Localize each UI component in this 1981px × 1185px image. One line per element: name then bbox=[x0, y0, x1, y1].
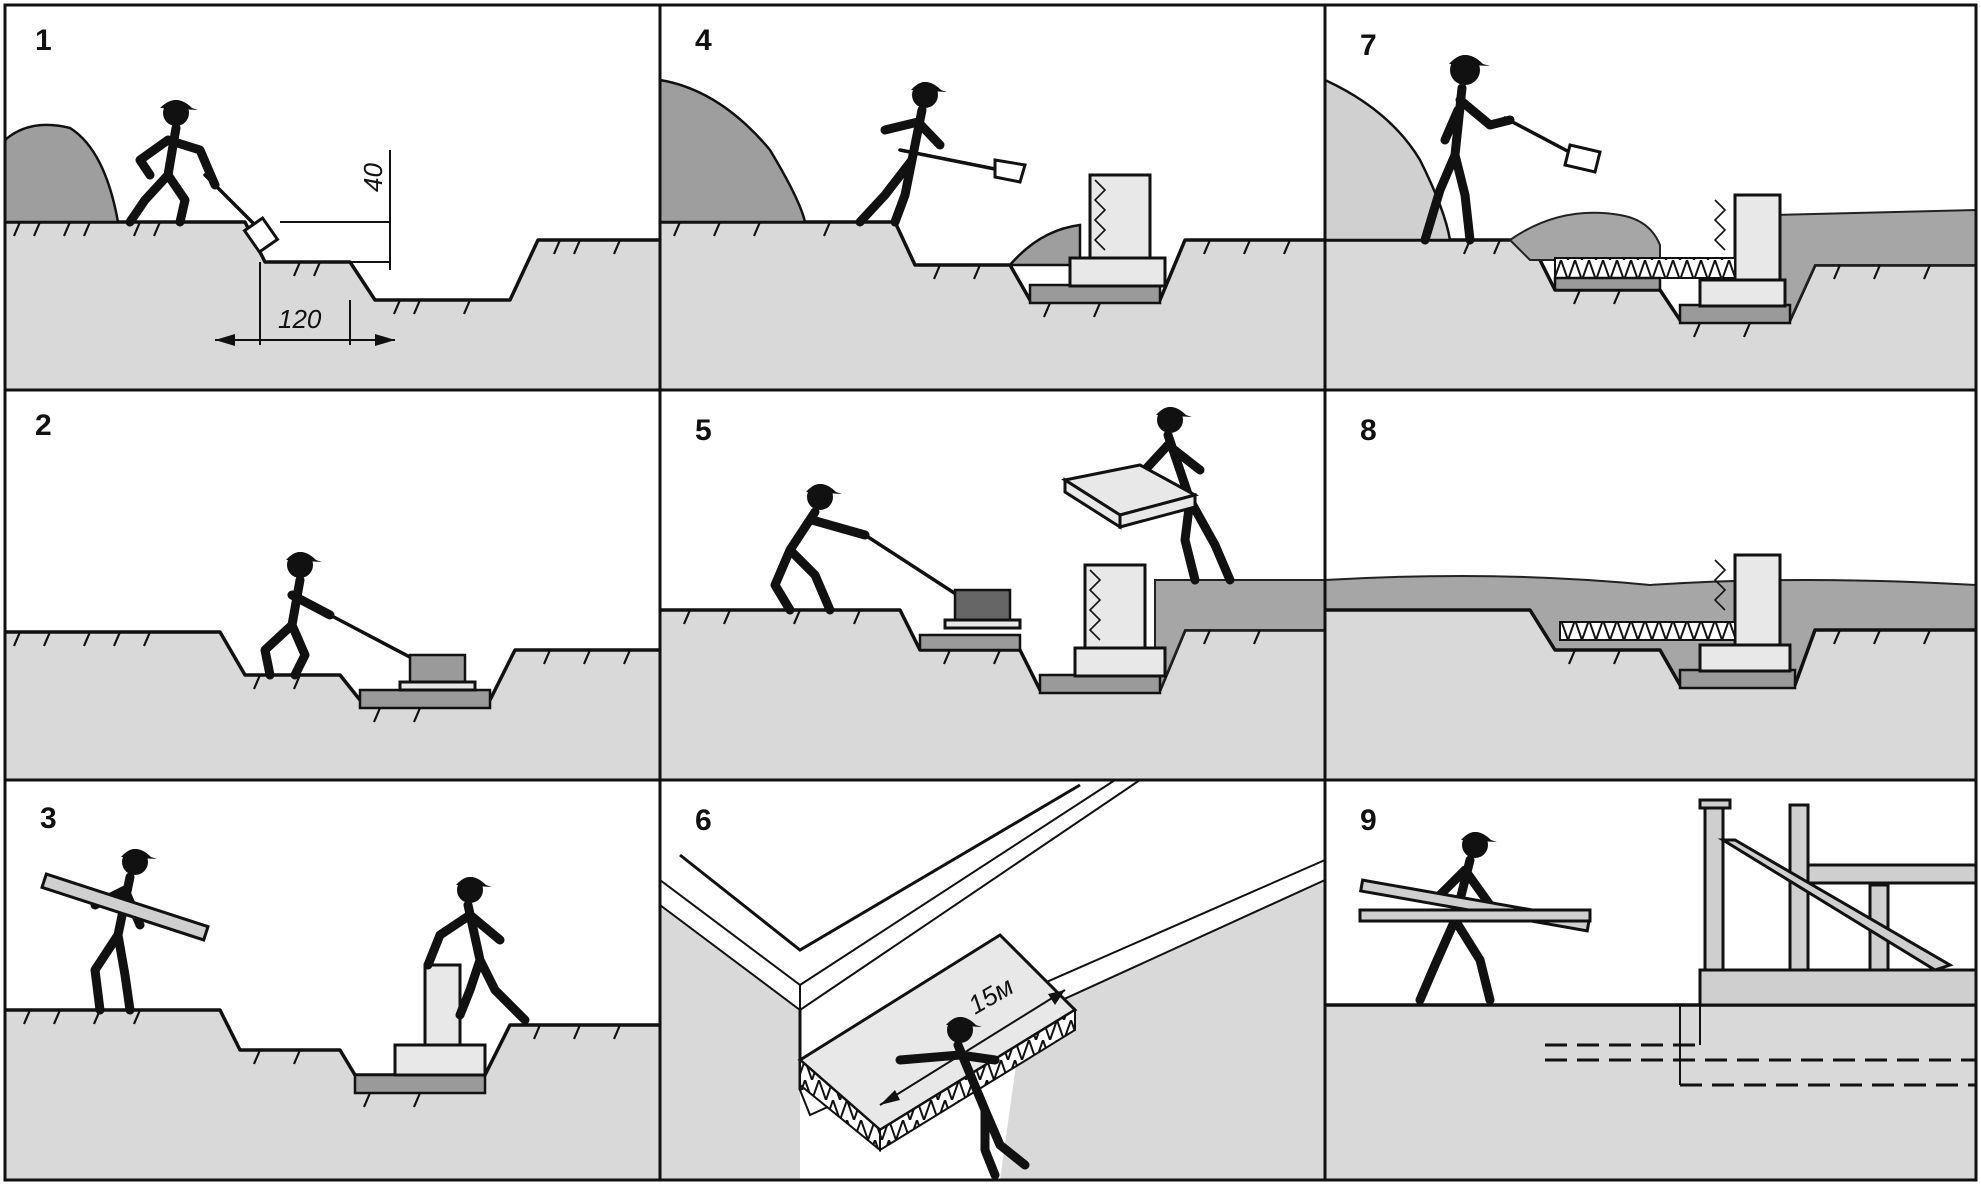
width-label: 120 bbox=[278, 304, 322, 334]
depth-label: 40 bbox=[358, 163, 388, 192]
worker-compacting bbox=[770, 484, 1022, 630]
panel-8: 8 bbox=[1324, 390, 1977, 780]
panel-number-5: 5 bbox=[695, 414, 712, 447]
panel-number-8: 8 bbox=[1360, 414, 1377, 447]
worker-carrying-slab bbox=[1061, 407, 1235, 585]
compacted-base bbox=[358, 688, 492, 710]
worker-carrying-plank bbox=[40, 849, 210, 1015]
panel-number-7: 7 bbox=[1360, 29, 1377, 62]
underground-utilities bbox=[1545, 1005, 1976, 1087]
worker-carrying-boards bbox=[1358, 832, 1592, 1005]
panel-number-9: 9 bbox=[1360, 804, 1377, 837]
panel-number-6: 6 bbox=[695, 804, 712, 837]
dimension-lines bbox=[215, 150, 395, 346]
foundation-pad bbox=[393, 1043, 487, 1077]
panel-grid-lines bbox=[3, 3, 1978, 1182]
foundation-block bbox=[1733, 193, 1782, 282]
foundation-pad bbox=[1068, 256, 1167, 288]
panel-number-1: 1 bbox=[35, 24, 52, 57]
panel-number-2: 2 bbox=[35, 409, 52, 442]
foundation-block bbox=[1733, 553, 1782, 647]
dimension-arrow bbox=[879, 989, 1066, 1106]
panel-6: 15м 6 bbox=[659, 779, 1326, 1180]
worker-shoveling bbox=[1420, 55, 1602, 245]
panel-4: 4 bbox=[658, 5, 1325, 390]
ground-hatching bbox=[12, 221, 622, 315]
worker-compacting bbox=[260, 552, 477, 692]
panel-5: 5 bbox=[660, 390, 1326, 780]
panel-number-3: 3 bbox=[40, 802, 57, 835]
panel-number-4: 4 bbox=[695, 24, 712, 57]
panel-7: 7 bbox=[1323, 5, 1977, 390]
panel-1: 40 120 1 bbox=[3, 5, 660, 390]
soil-pile bbox=[658, 78, 807, 224]
panel-2: 2 bbox=[5, 390, 660, 780]
foundation-block bbox=[423, 963, 462, 1047]
soil-pile bbox=[3, 123, 120, 224]
foundation-block bbox=[1088, 173, 1152, 260]
sand-pile bbox=[1323, 78, 1452, 242]
panel-9: 9 bbox=[1325, 780, 1978, 1180]
panel-3: 3 bbox=[5, 780, 660, 1180]
house-frame bbox=[1698, 798, 1978, 1007]
worker-placing-block bbox=[423, 877, 530, 1025]
worker-shoveling bbox=[855, 82, 1027, 227]
worker-digging bbox=[125, 100, 280, 255]
worker-laying-board bbox=[895, 1017, 1030, 1180]
